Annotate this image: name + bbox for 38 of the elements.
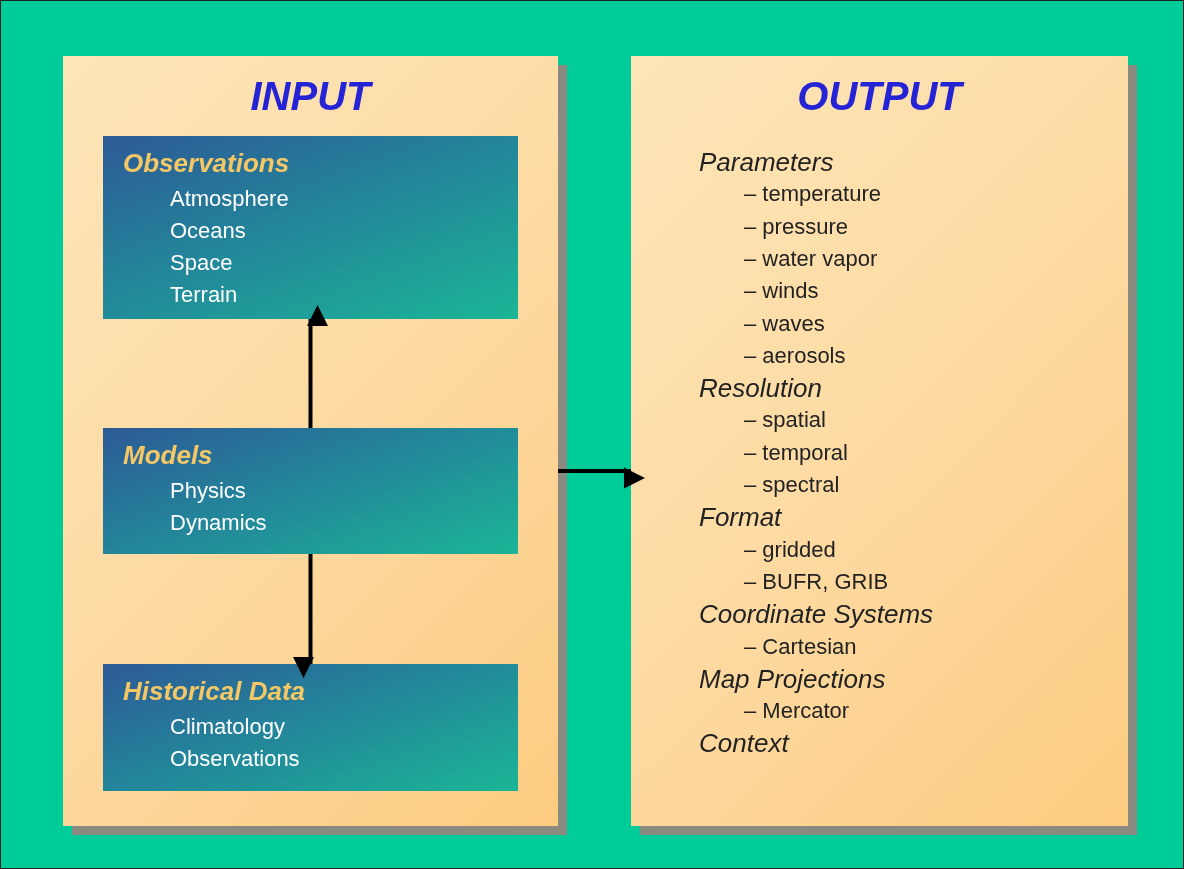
list-item: – BUFR, GRIB: [744, 568, 889, 595]
panel-heading: OUTPUT: [631, 74, 1128, 119]
list-item: – spectral: [744, 472, 840, 498]
list-item: – temperature: [744, 181, 881, 208]
arrow: [293, 554, 314, 678]
box-heading: Historical Data: [123, 676, 306, 707]
list-item: – water vapor: [744, 245, 878, 272]
panel-heading: INPUT: [249, 74, 374, 119]
list-item: Observations: [170, 746, 300, 772]
list-item: Physics: [170, 478, 246, 504]
list-item: – pressure: [744, 213, 848, 240]
list-item: Atmosphere: [170, 186, 289, 212]
list-item: – temporal: [744, 439, 848, 466]
box-heading: Observations: [123, 148, 290, 179]
section-heading: Context: [699, 728, 789, 760]
section-heading: Resolution: [699, 373, 822, 405]
list-item: – Cartesian: [744, 633, 857, 660]
section-heading: Parameters: [699, 147, 834, 178]
section-heading: Coordinate Systems: [699, 599, 934, 631]
arrow: [307, 305, 328, 428]
list-item: Terrain: [170, 282, 238, 308]
section-heading: Map Projections: [699, 663, 886, 695]
list-item: – aerosols: [744, 342, 846, 369]
section-heading: Format: [699, 502, 782, 534]
list-item: – Mercator: [744, 698, 850, 725]
list-item: Dynamics: [170, 510, 267, 536]
list-item: Oceans: [170, 218, 246, 244]
list-item: Climatology: [170, 714, 285, 740]
box-heading: Models: [123, 440, 213, 471]
observations-box: [103, 136, 518, 319]
arrow: [558, 467, 645, 489]
models-box: [103, 428, 518, 554]
list-item: – winds: [744, 278, 819, 305]
list-item: – gridded: [744, 536, 836, 563]
list-item: – waves: [744, 310, 825, 337]
list-item: Space: [170, 250, 233, 276]
list-item: – spatial: [744, 407, 826, 434]
historical-data-box: [103, 664, 518, 791]
